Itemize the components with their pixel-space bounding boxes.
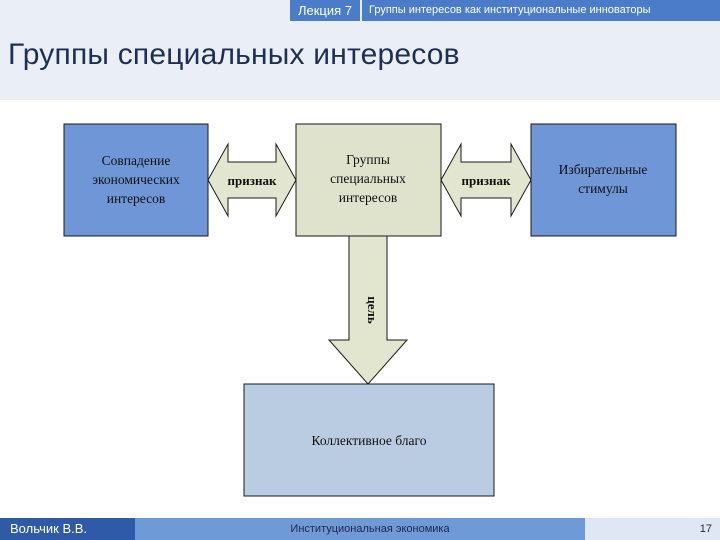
right-box-line-1: Избирательные [559,162,648,177]
down-arrow-label: цель [365,296,380,324]
footer-author: Вольчик В.В. [0,518,135,540]
left-arrow-label: признак [228,173,277,188]
right-box: Избирательные стимулы [530,123,677,237]
left-box: Совпадение экономических интересов [63,123,209,237]
right-double-arrow: признак [440,142,532,218]
center-box-line-1: Группы [346,152,390,167]
right-arrow-label: признак [462,173,511,188]
topic-tab: Группы интересов как институциональные и… [362,0,720,21]
bottom-box: Коллективное благо [243,383,495,497]
footer-course: Институциональная экономика [135,518,585,540]
down-arrow: цель [327,235,409,385]
left-double-arrow: признак [207,142,297,218]
center-box-line-3: интересов [339,190,398,205]
left-box-line-1: Совпадение [102,153,171,168]
center-box-line-2: специальных [330,171,406,186]
center-box: Группы специальных интересов [295,123,442,237]
lecture-tab: Лекция 7 [290,0,360,21]
left-box-line-2: экономических [92,172,180,187]
footer-page-number: 17 [585,518,720,540]
left-box-line-3: интересов [107,191,166,206]
bottom-box-label: Коллективное благо [312,433,427,448]
right-box-line-2: стимулы [578,181,628,196]
page-title: Группы специальных интересов [8,38,460,71]
